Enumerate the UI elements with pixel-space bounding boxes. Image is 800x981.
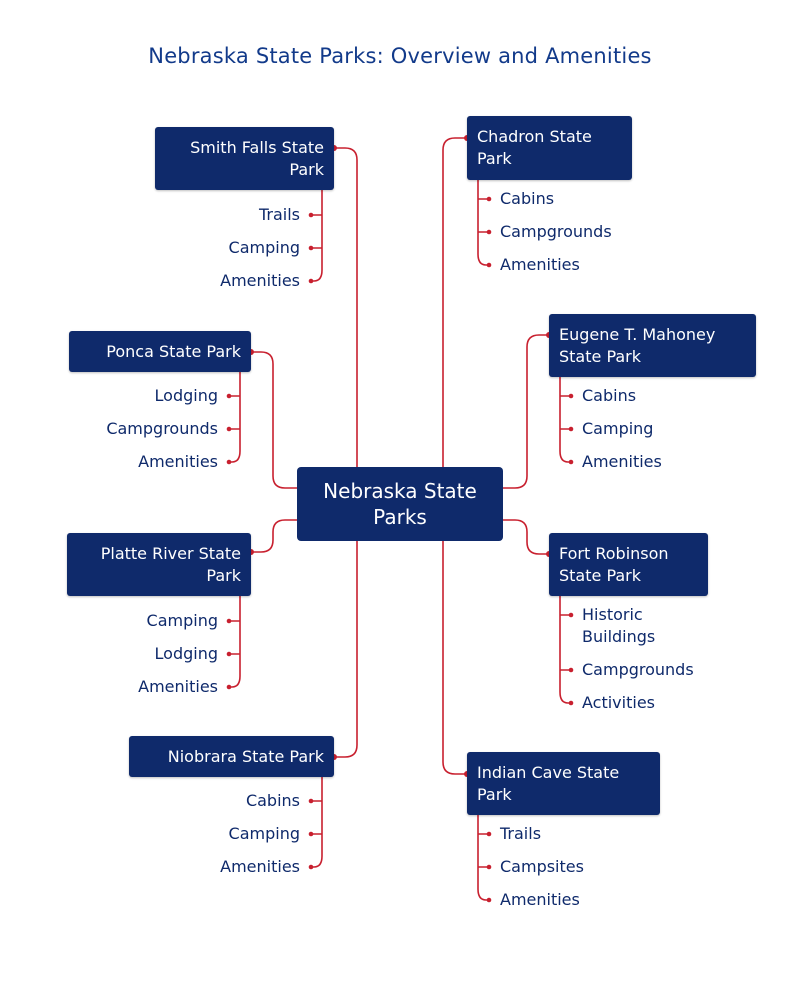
leaf-smith-falls-1: Trails [258,205,300,224]
leaf-fort-robinson-3: Activities [582,693,655,712]
leaf-mahoney-2: Camping [582,419,654,438]
park-node-indian-cave: Indian Cave State Park [467,752,660,815]
connector-platte-river [251,519,297,553]
leaf-niobrara-3: Amenities [220,857,300,876]
leaf-fort-robinson-2: Campgrounds [582,660,694,679]
park-node-ponca: Ponca State Park [69,331,251,372]
leaf-niobrara-2: Camping [228,824,300,843]
leaf-ponca-2: Campgrounds [106,419,218,438]
park-node-fort-robinson: Fort Robinson State Park [549,533,708,596]
leaf-platte-river-2: Lodging [154,644,218,663]
leaf-niobrara-1: Cabins [245,791,300,810]
leaf-platte-river-1: Camping [146,611,218,630]
leaf-smith-falls-2: Camping [228,238,300,257]
leaf-indian-cave-2: Campsites [500,857,584,876]
leaf-mahoney-1: Cabins [582,386,637,405]
leaf-platte-river-3: Amenities [138,677,218,696]
connector-ponca [251,351,297,489]
connector-niobrara [334,541,358,758]
leaf-ponca-1: Lodging [154,386,218,405]
connector-mahoney [503,334,549,489]
park-node-niobrara: Niobrara State Park [129,736,334,777]
leaf-ponca-3: Amenities [138,452,218,471]
connector-fort-robinson [503,519,549,555]
leaf-chadron-2: Campgrounds [500,222,612,241]
diagram-title: Nebraska State Parks: Overview and Ameni… [148,44,652,68]
leaf-indian-cave-3: Amenities [500,890,580,909]
leaf-smith-falls-3: Amenities [220,271,300,290]
connector-chadron [442,137,467,467]
leaf-chadron-1: Cabins [500,189,555,208]
park-node-mahoney: Eugene T. Mahoney State Park [549,314,756,377]
center-node: Nebraska State Parks [297,467,503,541]
leaf-fort-robinson-1: Historic Buildings [582,605,656,646]
leaf-mahoney-3: Amenities [582,452,662,471]
park-node-chadron: Chadron State Park [467,116,632,180]
connector-smith-falls [334,147,358,467]
leaf-indian-cave-1: Trails [500,824,542,843]
park-node-platte-river: Platte River State Park [67,533,251,596]
park-node-smith-falls: Smith Falls State Park [155,127,334,190]
connector-indian-cave [442,541,467,775]
leaf-chadron-3: Amenities [500,255,580,274]
